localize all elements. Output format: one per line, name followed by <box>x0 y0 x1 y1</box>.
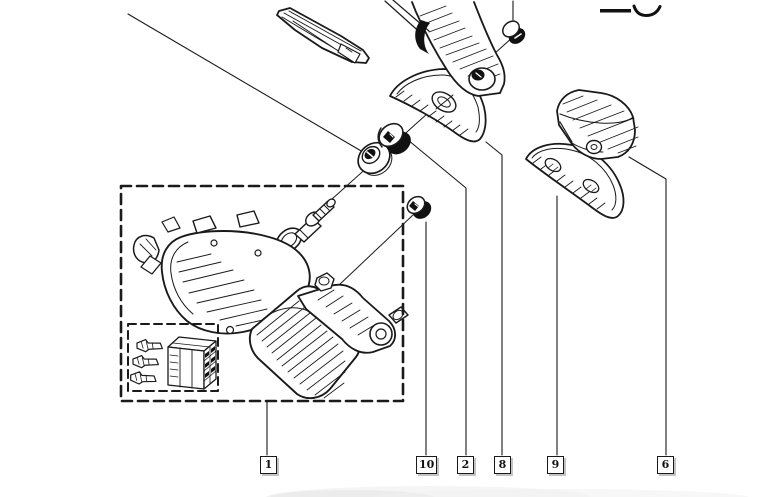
assembly-dashed-box <box>119 184 405 403</box>
kit-dashed-box <box>127 323 219 392</box>
trim-cover-part-9 <box>525 142 625 219</box>
connector-repair-kit <box>130 336 217 390</box>
wiper-arm <box>384 0 506 97</box>
wiper-blade <box>276 7 370 64</box>
leader-lines <box>127 0 667 456</box>
part-label-1[interactable]: 1 <box>260 456 277 474</box>
cropped-top-right-marking <box>600 4 662 17</box>
wiper-motor-assembly <box>132 198 409 400</box>
part-label-10[interactable]: 10 <box>416 456 438 474</box>
spindle-nut-part-2 <box>377 122 411 155</box>
spindle-grommet-washer <box>357 141 393 176</box>
arm-head-cover-part-6 <box>556 89 639 160</box>
part-label-6[interactable]: 6 <box>657 456 674 474</box>
part-label-9[interactable]: 9 <box>547 456 564 474</box>
part-label-8[interactable]: 8 <box>494 456 511 474</box>
part-label-2[interactable]: 2 <box>457 456 474 474</box>
arm-spindle-cap-nut <box>502 20 526 44</box>
scan-smudge <box>265 486 749 497</box>
shaft-nut-part-10 <box>406 195 432 219</box>
